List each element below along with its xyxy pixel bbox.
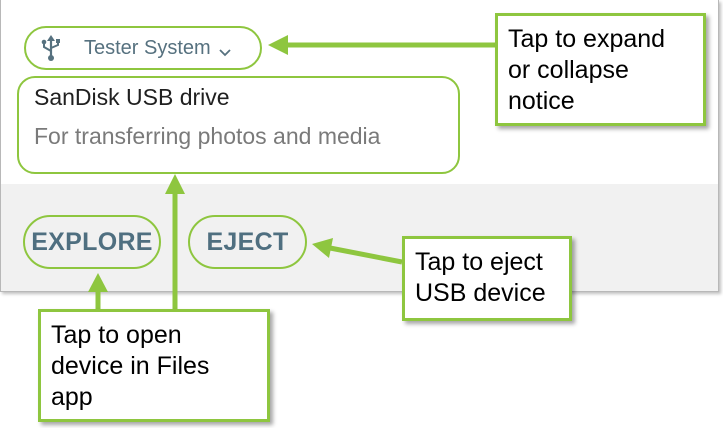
explore-button[interactable]: EXPLORE [23,215,161,269]
notification-content[interactable]: SanDisk USB drive For transferring photo… [17,76,460,174]
app-name: Tester System [84,36,211,59]
callout-eject-device: Tap to eject USB device [402,236,572,321]
notification-header-toggle[interactable]: Tester System [24,26,262,70]
usb-icon [40,34,62,62]
notification-actions-area [1,184,718,291]
callout-open-files: Tap to open device in Files app [38,309,270,422]
eject-button[interactable]: EJECT [188,215,307,269]
callout-expand-notice: Tap to expand or collapse notice [495,13,706,126]
notification-title: SanDisk USB drive [34,84,230,110]
chevron-down-icon [219,44,231,57]
notification-description: For transferring photos and media [34,123,381,149]
